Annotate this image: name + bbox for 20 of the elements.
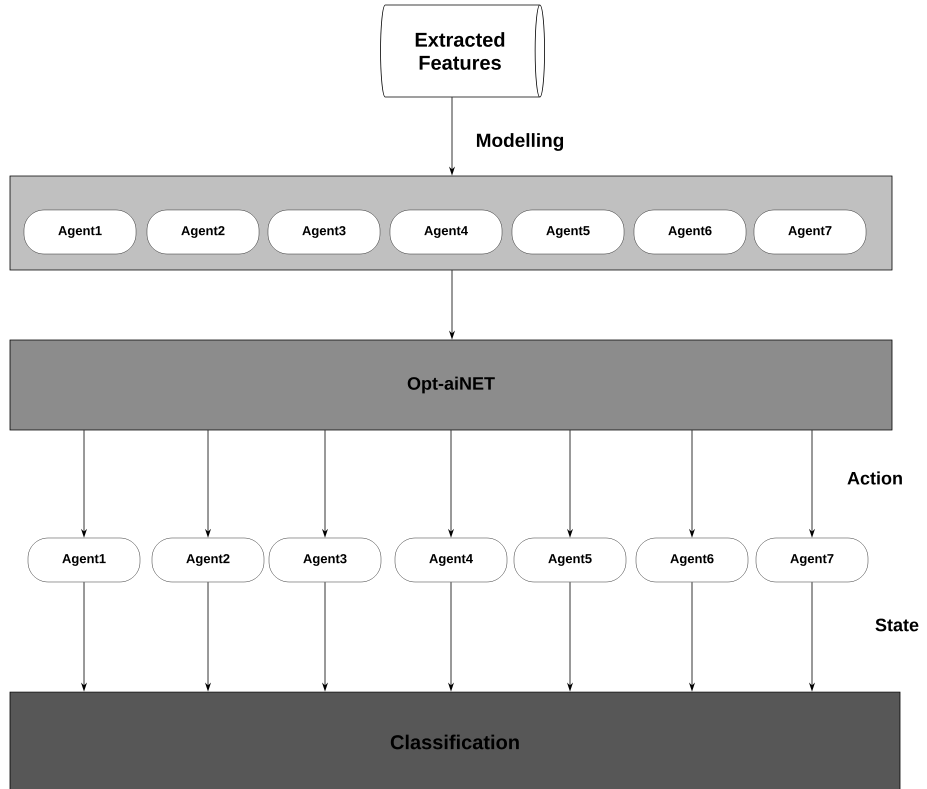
agent-pill: Agent4 (394, 538, 508, 582)
agent-pill: Agent5 (512, 210, 624, 254)
agent-pill: Agent2 (152, 538, 264, 582)
agent-pill: Agent2 (146, 210, 260, 254)
agent-pill: Agent6 (634, 210, 746, 254)
flow-label: Action (847, 471, 902, 485)
agent-pill: Agent1 (24, 210, 136, 254)
agent-pill: Agent6 (636, 538, 748, 582)
optimizer-box: Opt-aiNET (10, 340, 892, 430)
flow-label: State (876, 618, 918, 632)
agent-pill: Agent7 (754, 210, 866, 254)
agent-pill: Agent7 (756, 538, 868, 582)
agent-pill: Agent3 (268, 538, 382, 582)
agent-pill: Agent1 (28, 538, 140, 582)
agent-pill: Agent3 (268, 210, 380, 254)
classification-box: Classification (10, 692, 900, 789)
agent-pill: Agent5 (514, 538, 626, 582)
agent-pill: Agent4 (390, 210, 502, 254)
edge-label: Modelling (476, 133, 564, 151)
cylinder-node: Extracted Features (380, 4, 545, 98)
